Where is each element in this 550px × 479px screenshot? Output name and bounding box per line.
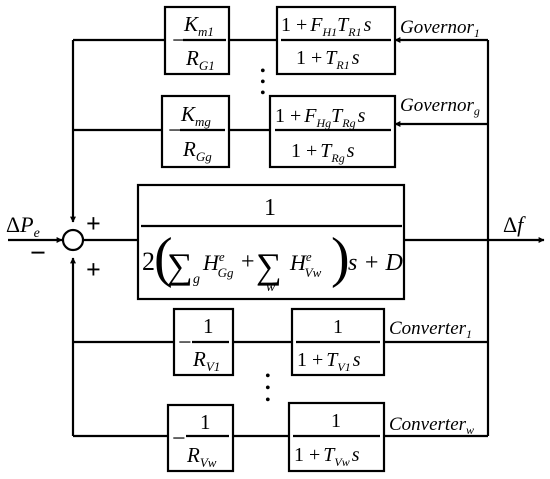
svg-text:•: • [260,85,266,102]
converter-1-tf-numerator: 1 [333,316,343,338]
svg-text:•: • [265,392,271,409]
governor-ellipsis: • • • [260,63,266,102]
main-block-plus: + [241,249,255,275]
svg-text:•: • [265,380,271,397]
main-block-numerator: 1 [264,195,276,221]
governor-g-label: Governorg [400,95,480,118]
sum-sign-left: − [30,238,46,269]
converter-1-gain-sign: − [178,330,192,356]
converter-1-gain-block: − 1 RV1 [172,307,235,377]
governor-1-gain-numerator: Km1 [183,12,214,39]
main-block-coefficient: 2 [142,247,155,276]
converter-w-gain-denominator: RVw [186,443,217,470]
converter-w-gain-block: − 1 RVw [166,403,235,473]
main-block-sum-1-index: g [193,272,200,287]
sum-sign-top: + [86,209,101,238]
main-block-sum-1: ∑ [167,246,193,286]
governor-1-gain-block: − Km1 RG1 [163,5,231,76]
signal-wires [8,37,545,438]
converter-ellipsis: • • • [265,368,271,409]
main-block-sum-2-index: w [266,280,276,295]
governor-g-gain-sign: − [168,118,182,144]
svg-text:•: • [260,63,266,80]
governor-1-gain-denominator: RG1 [185,46,215,73]
main-block-close-paren: ) [331,227,350,289]
converter-w-gain-sign: − [172,426,186,452]
svg-text:•: • [260,74,266,91]
summing-junction [61,228,85,252]
governor-g-gain-denominator: RGg [182,137,212,164]
converter-w-tf-numerator: 1 [331,410,341,432]
output-signal-label: Δf [503,212,526,237]
main-block-tail: s + D [348,250,403,276]
governor-g-gain-numerator: Kmg [180,102,211,129]
input-signal-label: ΔPe [6,212,40,241]
governor-g-gain-block: − Kmg RGg [160,94,231,169]
svg-text:•: • [265,368,271,385]
sum-sign-bottom: + [86,255,101,284]
converter-w-gain-numerator: 1 [200,410,211,434]
governor-1-label: Governor1 [400,17,480,40]
converter-1-label: Converter1 [389,318,472,341]
governor-1-gain-sign: − [172,28,186,54]
converter-1-gain-numerator: 1 [203,314,214,338]
main-block-open-paren: ( [154,227,173,289]
converter-w-label: Converterw [389,414,474,437]
main-block-sum-2: ∑ [256,246,282,286]
converter-1-gain-denominator: RV1 [192,347,220,374]
